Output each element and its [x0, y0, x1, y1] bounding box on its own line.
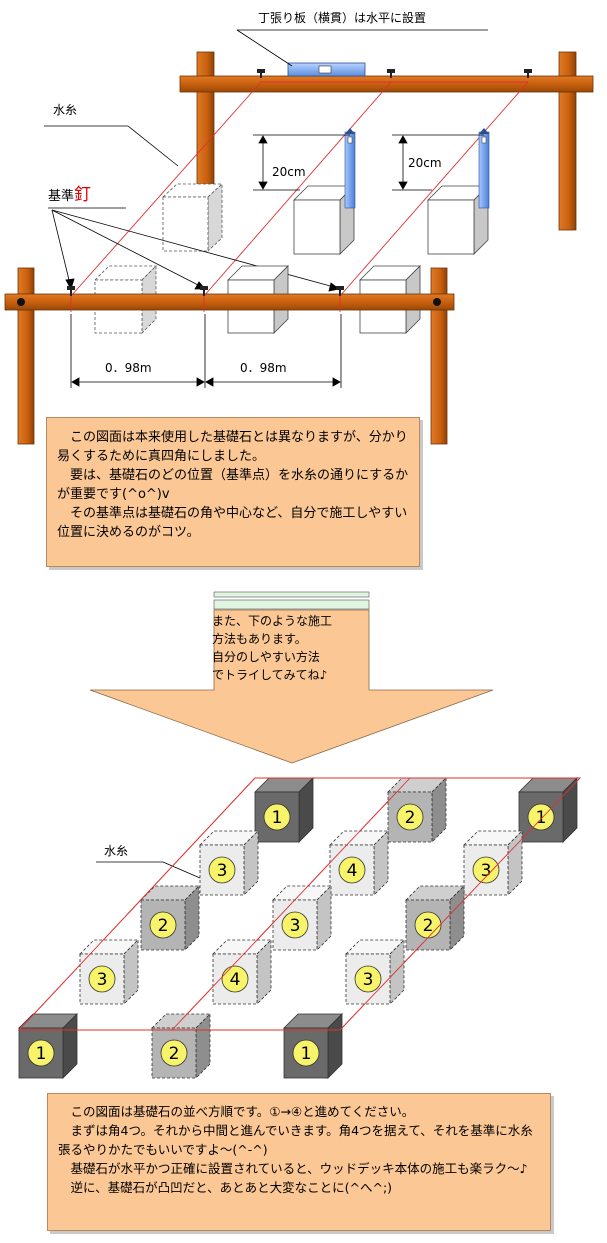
order-number: 3 — [481, 861, 492, 881]
span-label-2: 0．98m — [240, 361, 287, 375]
foundation-stone-2: 2 — [151, 1013, 211, 1079]
down-arrow — [89, 609, 494, 764]
stones-layer: 1 2 1 3 4 3 2 3 2 3 4 3 1 2 1 — [17, 777, 582, 1079]
explanation-note-top: この図面は本来使用した基礎石とは異なりますが、分かり易くするために真四角にしまし… — [46, 417, 420, 567]
order-circle — [160, 1039, 188, 1067]
back-board — [179, 75, 594, 93]
order-number: 2 — [158, 916, 169, 936]
foundation-stone-1: 1 — [518, 777, 578, 843]
span-dims — [70, 314, 342, 388]
order-number: 1 — [536, 808, 547, 828]
front-board — [4, 293, 455, 311]
foundation-stone-2: 2 — [387, 777, 447, 843]
foundation-stone-1: 1 — [283, 1013, 343, 1079]
level-bubble — [318, 65, 332, 74]
order-number: 4 — [230, 970, 241, 990]
alternative-method-text: また、下のような施工 方法もあります。 自分のしやすい方法 でトライしてみてね♪ — [212, 614, 333, 682]
height-label-1: 20cm — [272, 165, 306, 179]
order-number: 2 — [423, 916, 434, 936]
back-nails — [257, 69, 532, 78]
water-line-label-top: 水糸 — [53, 103, 77, 117]
order-circle — [527, 803, 555, 831]
order-circle — [221, 965, 249, 993]
foundation-stone-1: 1 — [254, 777, 314, 843]
order-circle — [396, 803, 424, 831]
arrow-band-1 — [213, 591, 370, 598]
nail-label: 基準釘 — [48, 185, 91, 205]
order-number: 3 — [97, 970, 108, 990]
order-circle — [263, 803, 291, 831]
back-stone-solid-1 — [293, 185, 355, 255]
foundation-stone-3: 3 — [272, 885, 332, 951]
height-dim-2 — [392, 134, 484, 191]
order-number: 3 — [217, 861, 228, 881]
foundation-stone-3: 3 — [345, 939, 405, 1005]
foundation-stone-4: 4 — [329, 830, 389, 896]
order-number: 3 — [363, 970, 374, 990]
order-number: 2 — [169, 1044, 180, 1064]
water-strings-overlay — [17, 777, 582, 1031]
order-circle — [27, 1039, 55, 1067]
foundation-stone-2: 2 — [140, 885, 200, 951]
order-number: 2 — [405, 808, 416, 828]
span-label-1: 0．98m — [105, 361, 152, 375]
order-circle — [472, 856, 500, 884]
front-nails — [67, 286, 344, 296]
height-label-2: 20cm — [408, 156, 442, 170]
height-marker-1 — [344, 128, 356, 209]
order-number: 1 — [36, 1044, 47, 1064]
front-stone-dashed — [94, 265, 157, 334]
explanation-note-bottom: この図面は基礎石の並べ方順です。①→④と進めてください。 まずは角4つ。それから… — [47, 1093, 551, 1231]
order-circle — [149, 911, 177, 939]
order-number: 4 — [347, 861, 358, 881]
height-marker-2 — [478, 128, 490, 209]
back-stone-dashed — [161, 183, 224, 252]
foundation-stone-3: 3 — [199, 830, 259, 896]
order-circle — [88, 965, 116, 993]
height-dim-1 — [253, 134, 350, 191]
order-circle — [208, 856, 236, 884]
foundation-stone-4: 4 — [212, 939, 272, 1005]
foundation-stone-3: 3 — [79, 939, 139, 1005]
note-top-text: この図面は本来使用した基礎石とは異なりますが、分かり易くするために真四角にしまし… — [57, 430, 409, 540]
order-number: 1 — [272, 808, 283, 828]
foundation-stone-3: 3 — [463, 830, 523, 896]
note-bottom-text: この図面は基礎石の並べ方順です。①→④と進めてください。 まずは角4つ。それから… — [58, 1104, 533, 1195]
order-circle — [281, 911, 309, 939]
order-circle — [292, 1039, 320, 1067]
board-label: 丁張り板（横貫）は水平に設置 — [258, 10, 426, 25]
foundation-stone-1: 1 — [18, 1013, 78, 1079]
order-number: 1 — [301, 1044, 312, 1064]
back-post-right — [558, 51, 577, 231]
water-line-label-bottom: 水糸 — [104, 844, 128, 858]
order-number: 3 — [290, 916, 301, 936]
order-circle — [338, 856, 366, 884]
order-circle — [354, 965, 382, 993]
front-post-right — [430, 267, 448, 445]
foundation-stone-2: 2 — [405, 885, 465, 951]
front-post-left — [17, 267, 35, 445]
arrow-band-2 — [213, 599, 370, 610]
